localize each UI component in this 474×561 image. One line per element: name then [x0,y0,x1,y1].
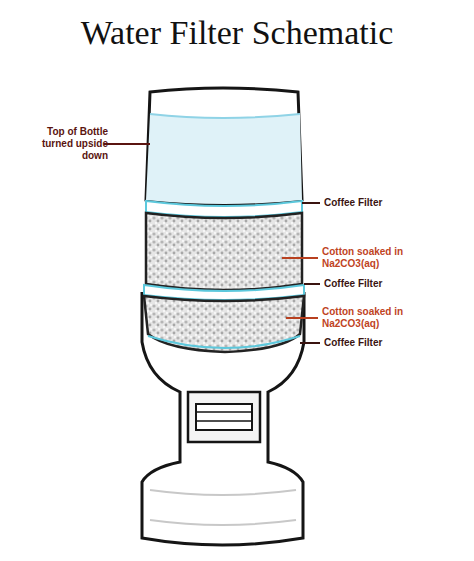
leader-line [286,317,318,319]
layer-label: Cotton soaked in Na2CO3(aq) [322,306,432,330]
cap-ridges [196,412,252,421]
bottle-top [146,88,302,204]
water [146,114,302,204]
leader-line [304,283,320,285]
bottle-bottom [142,292,304,545]
bottle-cap [196,404,252,430]
layer-label: Coffee Filter [324,197,434,209]
bottle-shading [150,490,296,525]
diagram-title: Water Filter Schematic [0,14,474,52]
cotton-layer [146,213,302,290]
leader-line [282,257,318,259]
leader-line [104,143,150,145]
coffee-filter-layer [148,336,300,348]
layer-label: Cotton soaked in Na2CO3(aq) [322,246,432,270]
water-surface [150,114,300,118]
leader-line [302,202,320,204]
layer-label: Coffee Filter [324,337,434,349]
leader-line [300,342,320,344]
cotton-layer [144,296,304,352]
bottle-neck [188,392,260,442]
part-label: Top of Bottle turned upside down [36,126,108,162]
layer-label: Coffee Filter [324,278,434,290]
